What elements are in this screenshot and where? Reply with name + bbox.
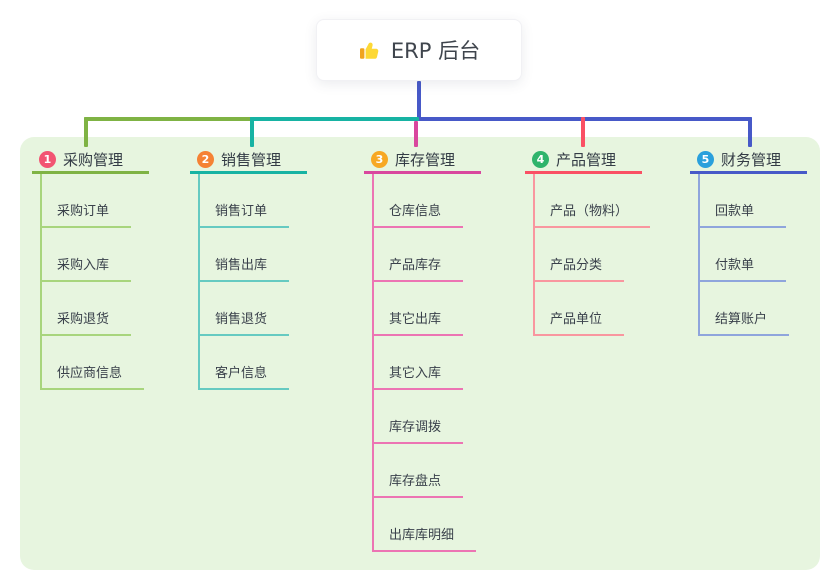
root-node[interactable]: ERP 后台 [316, 19, 522, 81]
branch-children: 仓库信息产品库存其它出库其它入库库存调拨库存盘点出库库明细 [372, 174, 477, 552]
child-node[interactable]: 客户信息 [200, 336, 290, 390]
branch-drop-line [748, 117, 752, 147]
branch-title: 产品管理 [556, 151, 617, 169]
branch-children: 采购订单采购入库采购退货供应商信息 [40, 174, 145, 390]
child-node[interactable]: 仓库信息 [374, 174, 464, 228]
branch-title: 财务管理 [721, 151, 782, 169]
branch-drop-line [84, 117, 88, 147]
child-node[interactable]: 销售出库 [200, 228, 290, 282]
child-node[interactable]: 产品分类 [535, 228, 625, 282]
child-node[interactable]: 销售订单 [200, 174, 290, 228]
thumbs-up-icon [358, 38, 382, 62]
child-node[interactable]: 产品库存 [374, 228, 464, 282]
branch-node[interactable]: 2 销售管理 [190, 148, 307, 174]
branch-drop-line [414, 121, 418, 147]
branch-title: 销售管理 [221, 151, 282, 169]
child-node[interactable]: 回款单 [700, 174, 786, 228]
branch-number-badge: 4 [532, 151, 549, 168]
child-node[interactable]: 产品单位 [535, 282, 625, 336]
branch-number-badge: 3 [371, 151, 388, 168]
branch-node[interactable]: 4 产品管理 [525, 148, 642, 174]
branch-column: 2 销售管理 销售订单销售出库销售退货客户信息 [190, 148, 307, 390]
branch-title: 采购管理 [63, 151, 124, 169]
child-node[interactable]: 付款单 [700, 228, 786, 282]
branch-node[interactable]: 5 财务管理 [690, 148, 807, 174]
branch-column: 3 库存管理 仓库信息产品库存其它出库其它入库库存调拨库存盘点出库库明细 [364, 148, 481, 552]
child-node[interactable]: 结算账户 [700, 282, 790, 336]
branch-number-badge: 5 [697, 151, 714, 168]
root-title: ERP 后台 [390, 39, 481, 63]
child-node[interactable]: 其它入库 [374, 336, 464, 390]
child-node[interactable]: 供应商信息 [42, 336, 145, 390]
branch-title: 库存管理 [395, 151, 456, 169]
branch-children: 销售订单销售出库销售退货客户信息 [198, 174, 290, 390]
child-node[interactable]: 库存盘点 [374, 444, 464, 498]
branch-column: 1 采购管理 采购订单采购入库采购退货供应商信息 [32, 148, 149, 390]
bus-segment-purchase [84, 117, 252, 121]
branch-node[interactable]: 3 库存管理 [364, 148, 481, 174]
branch-children: 产品（物料）产品分类产品单位 [533, 174, 651, 336]
child-node[interactable]: 其它出库 [374, 282, 464, 336]
child-node[interactable]: 销售退货 [200, 282, 290, 336]
child-node[interactable]: 采购入库 [42, 228, 132, 282]
child-node[interactable]: 库存调拨 [374, 390, 464, 444]
branch-column: 5 财务管理 回款单付款单结算账户 [690, 148, 807, 336]
child-node[interactable]: 采购订单 [42, 174, 132, 228]
branch-number-badge: 2 [197, 151, 214, 168]
child-node[interactable]: 出库库明细 [374, 498, 477, 552]
branch-drop-line [250, 117, 254, 147]
bus-segment-sales [250, 117, 419, 121]
branch-column: 4 产品管理 产品（物料）产品分类产品单位 [525, 148, 651, 336]
child-node[interactable]: 产品（物料） [535, 174, 651, 228]
root-connector-line [417, 81, 421, 121]
branch-number-badge: 1 [39, 151, 56, 168]
bus-segment-right [419, 117, 752, 121]
child-node[interactable]: 采购退货 [42, 282, 132, 336]
branch-children: 回款单付款单结算账户 [698, 174, 790, 336]
branch-drop-line [581, 117, 585, 147]
branch-node[interactable]: 1 采购管理 [32, 148, 149, 174]
